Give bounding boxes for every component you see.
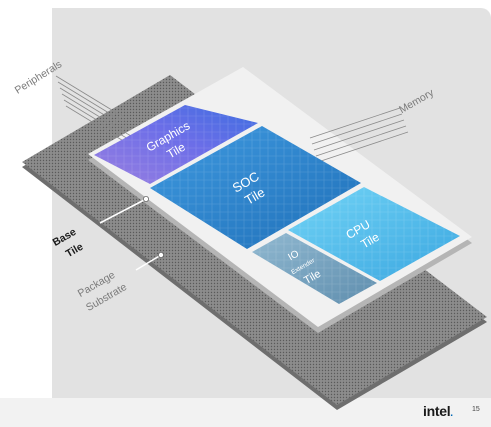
io-tile-label-1: IO	[286, 248, 301, 263]
intel-logo-text: intel	[423, 403, 451, 419]
package-pointer	[135, 251, 164, 271]
soc-tile-texture	[150, 126, 361, 249]
base-tile-pointer	[99, 195, 149, 224]
peripheral-lines	[55, 75, 136, 149]
peripherals-label: Peripherals	[13, 58, 64, 96]
cpu-tile-texture	[288, 187, 460, 281]
footer-bar	[0, 398, 491, 427]
memory-lines	[309, 107, 409, 163]
io-tile-texture	[252, 233, 377, 304]
graphics-tile-texture	[94, 105, 258, 184]
memory-label: Memory	[397, 86, 436, 116]
intel-logo-dot: .	[450, 408, 453, 419]
intel-logo: intel.	[423, 403, 453, 419]
page-number: 15	[472, 406, 480, 413]
base-tile-label-2: Tile	[64, 241, 86, 260]
